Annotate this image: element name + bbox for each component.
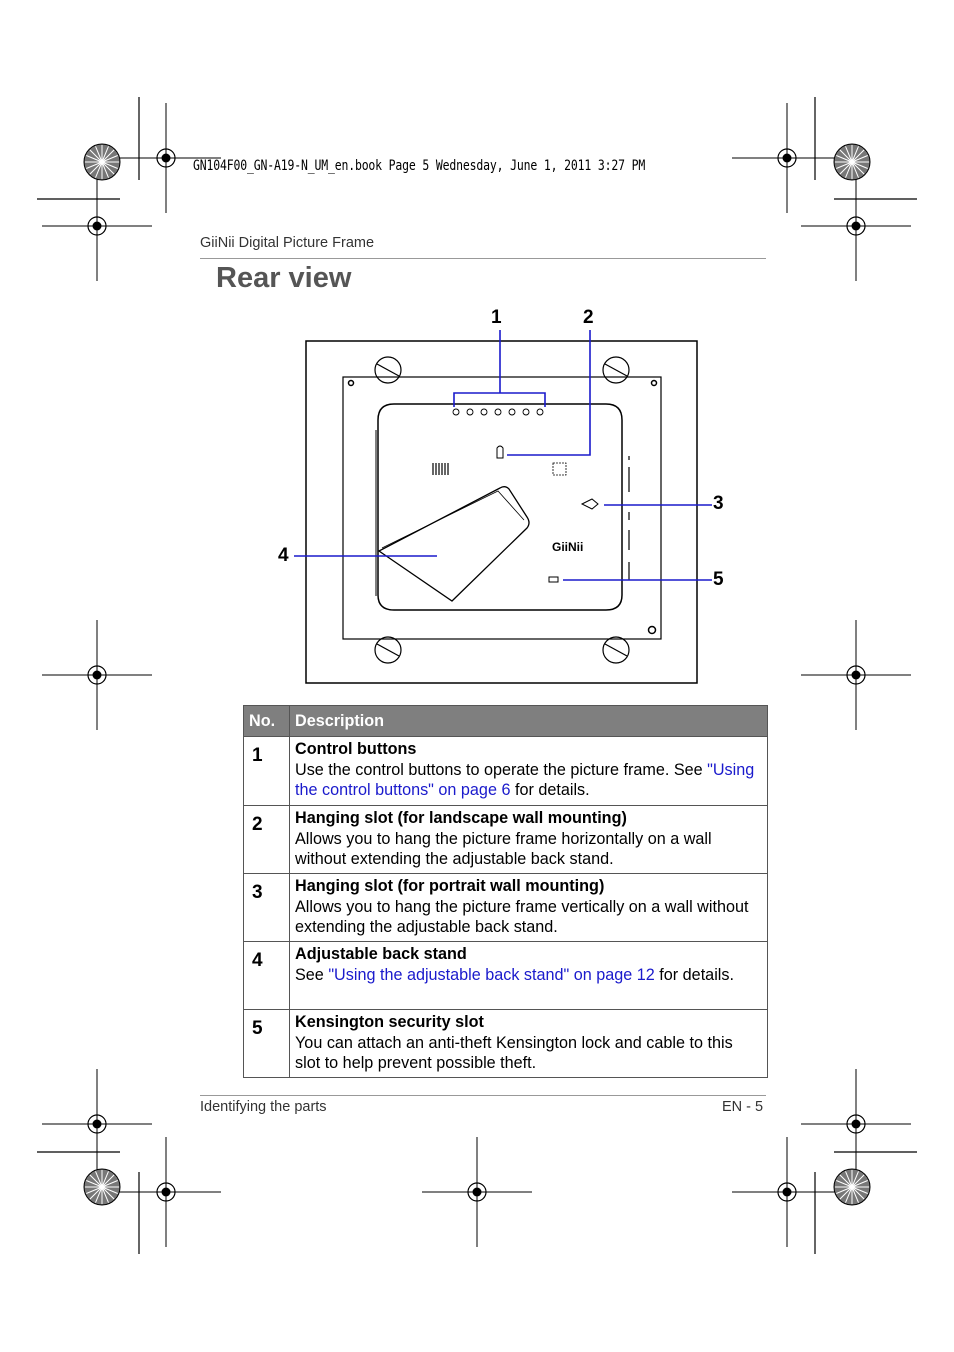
landscape-slot-icon	[496, 445, 504, 459]
row-description: Hanging slot (for landscape wall mountin…	[289, 805, 768, 874]
row-description: Adjustable back stand See "Using the adj…	[289, 941, 768, 1010]
col-description: Description	[289, 705, 768, 737]
table-row: 4 Adjustable back stand See "Using the a…	[243, 941, 768, 1010]
row-description: Control buttons Use the control buttons …	[289, 736, 768, 806]
back-panel	[377, 403, 623, 611]
barcode-icon	[432, 463, 449, 475]
footer-section: Identifying the parts	[200, 1099, 327, 1115]
table-row: 3 Hanging slot (for portrait wall mounti…	[243, 873, 768, 942]
row-heading: Adjustable back stand	[295, 945, 467, 963]
row-text: Allows you to hang the picture frame ver…	[295, 897, 749, 937]
kensington-slot-icon	[548, 576, 559, 583]
col-no: No.	[243, 705, 290, 737]
row-text: See	[295, 965, 329, 984]
page-title: Rear view	[216, 262, 352, 294]
control-button-icons	[452, 408, 544, 416]
row-description: Hanging slot (for portrait wall mounting…	[289, 873, 768, 942]
row-text-after: for details.	[654, 965, 734, 984]
table-row: 2 Hanging slot (for landscape wall mount…	[243, 805, 768, 874]
footer-page-number: EN - 5	[722, 1099, 764, 1115]
row-heading: Control buttons	[295, 740, 417, 758]
frame-inner	[342, 376, 662, 640]
row-text: Use the control buttons to operate the p…	[295, 760, 708, 779]
running-head: GiiNii Digital Picture Frame	[200, 235, 375, 251]
portrait-slot-icon	[580, 498, 599, 510]
row-heading: Hanging slot (for portrait wall mounting…	[295, 877, 605, 895]
row-number: 2	[243, 805, 290, 874]
table-row: 5 Kensington security slot You can attac…	[243, 1009, 768, 1078]
callout-5: 5	[713, 569, 724, 590]
callout-lines	[294, 330, 712, 581]
row-heading: Hanging slot (for landscape wall mountin…	[295, 809, 627, 827]
control-buttons-link[interactable]: "Using the control buttons" on page 6	[295, 760, 755, 800]
row-description: Kensington security slot You can attach …	[289, 1009, 768, 1078]
adjustable-stand	[377, 486, 530, 602]
row-number: 5	[243, 1009, 290, 1078]
footer-rule	[200, 1095, 766, 1096]
frame-outer	[305, 340, 698, 684]
table-row: 1 Control buttons Use the control button…	[243, 736, 768, 806]
brand-label: GiiNii	[552, 540, 583, 554]
callout-2: 2	[583, 307, 594, 328]
rear-view-diagram: GiiNii	[294, 330, 712, 684]
back-stand-link[interactable]: "Using the adjustable back stand" on pag…	[328, 965, 655, 984]
screw-icons	[374, 356, 630, 664]
row-number: 1	[243, 736, 290, 806]
table-header-row: No. Description	[243, 705, 768, 737]
parts-table: No. Description 1 Control buttons Use th…	[243, 705, 768, 1078]
callout-3: 3	[713, 493, 724, 514]
row-number: 4	[243, 941, 290, 1010]
callout-1: 1	[491, 307, 502, 328]
row-heading: Kensington security slot	[295, 1013, 484, 1031]
callout-4: 4	[278, 545, 289, 566]
row-text: Allows you to hang the picture frame hor…	[295, 829, 712, 869]
row-text-after: for details.	[510, 781, 590, 799]
header-rule	[200, 258, 766, 259]
registration-targets	[42, 103, 911, 1247]
print-header: GN104F00_GN-A19-N_UM_en.book Page 5 Wedn…	[193, 158, 646, 174]
row-number: 3	[243, 873, 290, 942]
row-text: You can attach an anti-theft Kensington …	[295, 1033, 733, 1073]
